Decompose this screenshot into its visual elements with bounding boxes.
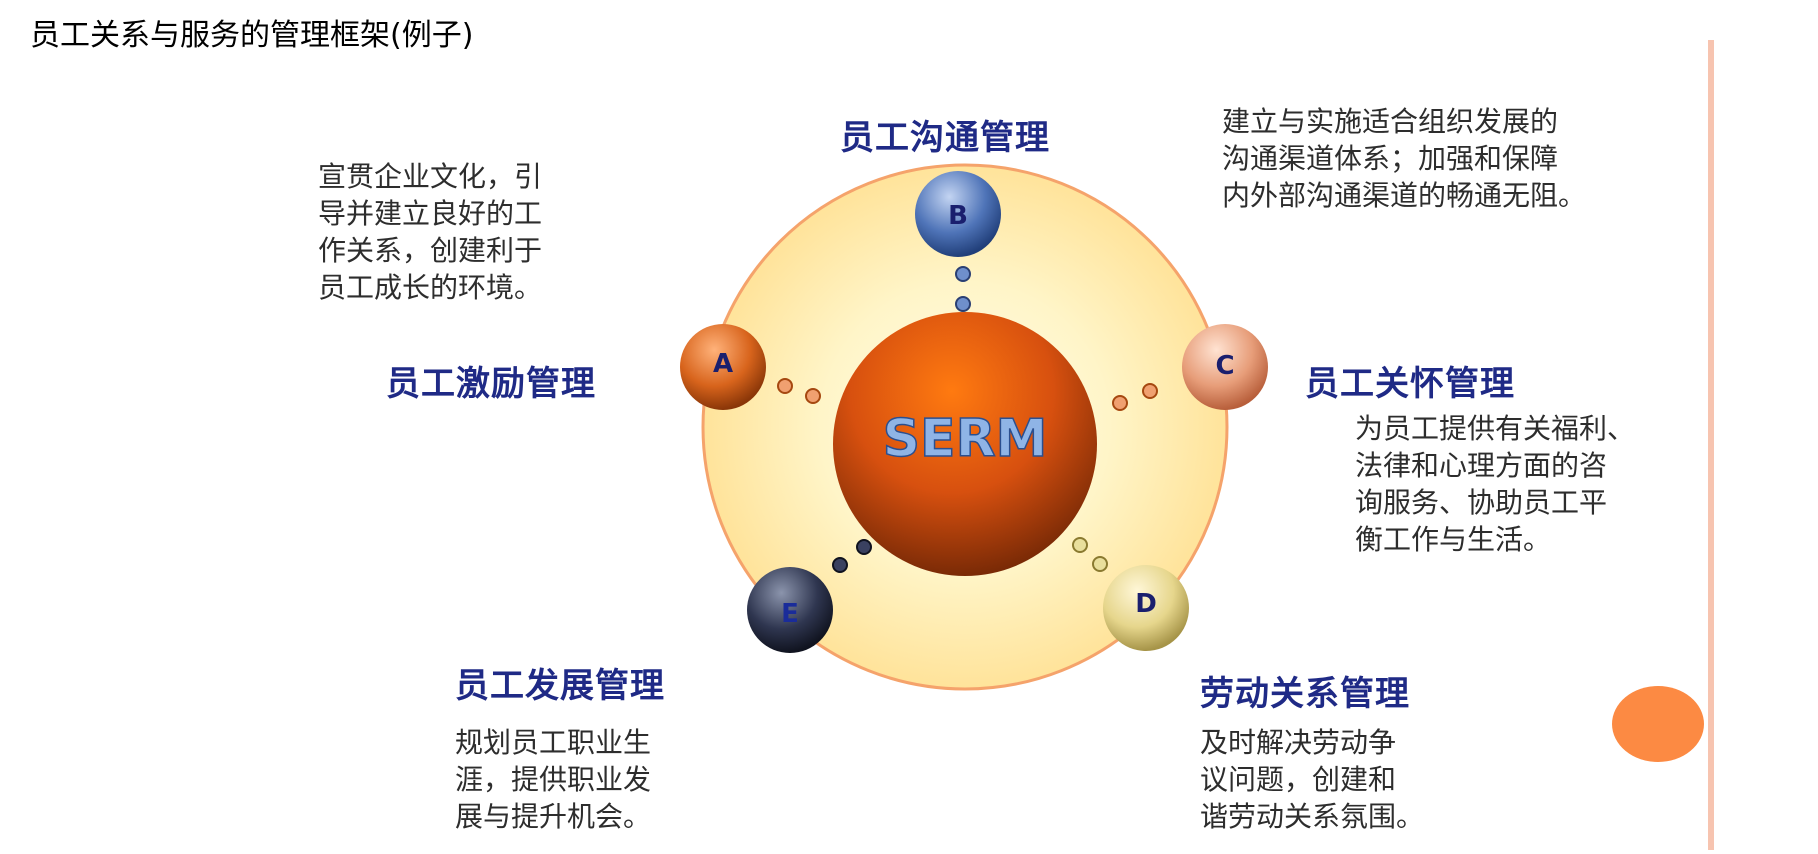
description-node-c: 为员工提供有关福利、 法律和心理方面的咨 询服务、协助员工平 衡工作与生活。: [1355, 412, 1636, 556]
node-e: E: [747, 567, 833, 653]
node-a-letter: A: [713, 349, 733, 379]
description-node-a: 宣贯企业文化，引 导并建立良好的工 作关系，创建利于 员工成长的环境。: [318, 160, 543, 304]
page-title: 员工关系与服务的管理框架(例子): [30, 18, 474, 53]
node-d-ball: [1103, 565, 1189, 651]
connector-dot: [1092, 556, 1108, 572]
node-c-letter: C: [1215, 351, 1234, 381]
description-node-e: 规划员工职业生 涯，提供职业发 展与提升机会。: [455, 726, 652, 833]
node-c: C: [1182, 324, 1268, 410]
description-node-d: 及时解决劳动争 议问题，创建和 谐劳动关系氛围。: [1200, 726, 1425, 833]
heading-node-d: 劳动关系管理: [1200, 674, 1410, 714]
node-c-ball: [1182, 324, 1268, 410]
node-b: B: [915, 171, 1001, 257]
connector-dot: [1072, 537, 1088, 553]
node-e-letter: E: [781, 599, 799, 629]
decorative-circle: [1612, 686, 1704, 762]
connector-dot: [1112, 395, 1128, 411]
node-b-ball: [915, 171, 1001, 257]
heading-node-c: 员工关怀管理: [1305, 364, 1515, 404]
center-circle: [833, 312, 1097, 576]
heading-node-b: 员工沟通管理: [840, 118, 1050, 158]
connector-dot: [832, 557, 848, 573]
heading-node-e: 员工发展管理: [455, 666, 665, 706]
node-a-ball: [680, 324, 766, 410]
connector-dot: [955, 266, 971, 282]
node-d: D: [1103, 565, 1189, 651]
node-a: A: [680, 324, 766, 410]
connector-dot: [805, 388, 821, 404]
node-e-ball: [747, 567, 833, 653]
right-divider: [1708, 40, 1714, 850]
heading-node-a: 员工激励管理: [386, 364, 596, 404]
connector-dot: [955, 296, 971, 312]
node-b-letter: B: [948, 201, 968, 231]
center-label: SERM: [883, 409, 1048, 469]
connector-dot: [856, 539, 872, 555]
connector-dot: [777, 378, 793, 394]
description-node-b: 建立与实施适合组织发展的 沟通渠道体系；加强和保障 内外部沟通渠道的畅通无阻。: [1222, 105, 1587, 212]
node-d-letter: D: [1135, 589, 1157, 619]
connector-dot: [1142, 383, 1158, 399]
